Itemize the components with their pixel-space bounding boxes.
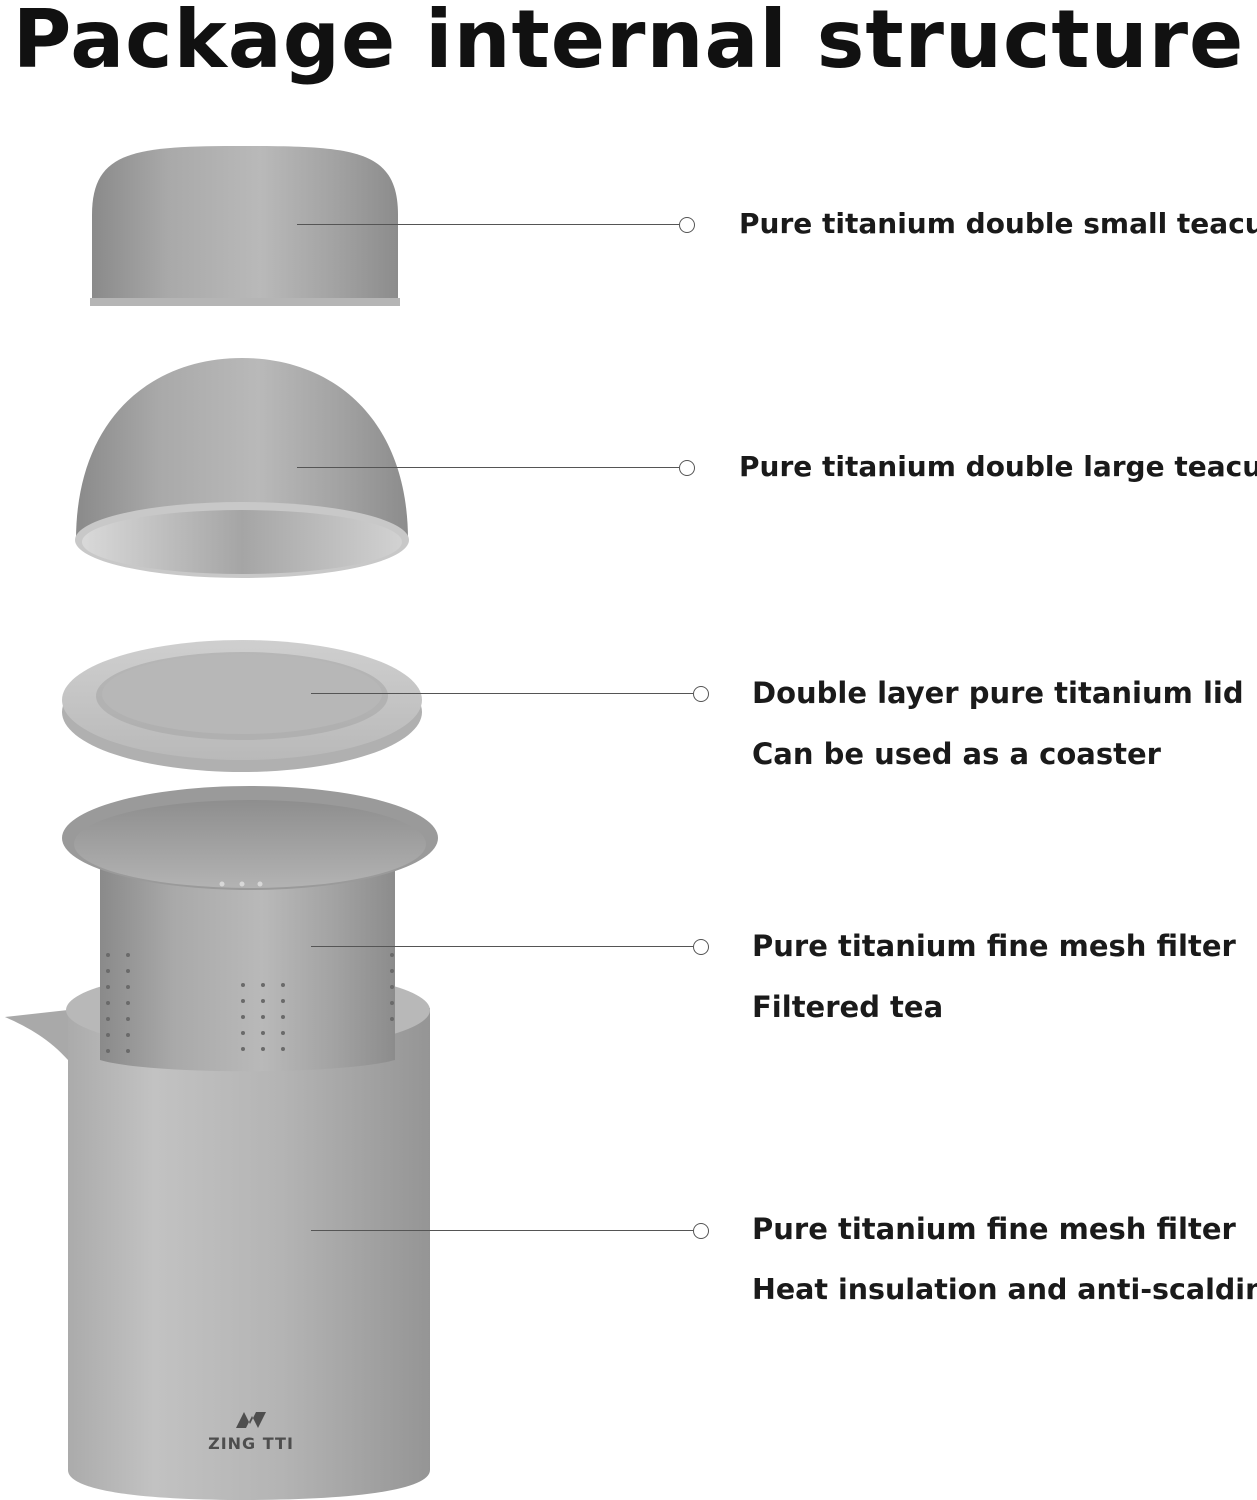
mesh-hole [241,1031,245,1035]
mesh-hole [281,1047,285,1051]
label-pitcher-line-1: Pure titanium fine mesh filter [752,1212,1236,1246]
brand-mark-text: ZING TTI [208,1434,294,1453]
mesh-hole [106,969,110,973]
mesh-hole [126,985,130,989]
label-lid-line-2: Can be used as a coaster [752,737,1161,771]
label-filter-line-1: Pure titanium fine mesh filter [752,929,1236,963]
mesh-hole [257,881,263,887]
mesh-hole [241,1047,245,1051]
callout-dot-lid [693,686,709,702]
mesh-hole [106,953,110,957]
mesh-hole [126,1049,130,1053]
mesh-hole [261,999,265,1003]
label-small-teacup: Pure titanium double small teacup [739,207,1257,240]
mesh-hole [106,1033,110,1037]
mesh-hole [241,1015,245,1019]
mesh-hole [281,1015,285,1019]
callout-dot-large-teacup [679,460,695,476]
mesh-hole [219,881,225,887]
mesh-hole [281,983,285,987]
callout-line-large-teacup [297,467,679,468]
mesh-hole [106,985,110,989]
mesh-hole [126,953,130,957]
mesh-hole [261,1047,265,1051]
brand-logo-icon [236,1412,266,1428]
callout-line-filter [311,946,693,947]
mesh-hole [241,983,245,987]
mesh-hole [261,983,265,987]
mesh-hole [390,969,394,973]
label-large-teacup: Pure titanium double large teacup [739,450,1257,483]
mesh-hole [241,999,245,1003]
small-teacup-image [90,146,400,306]
mesh-hole [390,1001,394,1005]
mesh-hole [126,1017,130,1021]
callout-line-small-teacup [297,224,679,225]
mesh-hole [106,1049,110,1053]
filter-image [62,786,438,1072]
callout-dot-filter [693,939,709,955]
label-pitcher-line-2: Heat insulation and anti-scalding [752,1273,1257,1306]
mesh-hole [281,1031,285,1035]
label-filter-line-2: Filtered tea [752,990,944,1024]
mesh-hole [261,1015,265,1019]
mesh-hole [126,969,130,973]
mesh-hole [239,881,245,887]
lid-image [62,640,422,772]
callout-dot-pitcher [693,1223,709,1239]
label-lid-line-1: Double layer pure titanium lid [752,676,1244,710]
mesh-hole [261,1031,265,1035]
mesh-hole [106,1001,110,1005]
mesh-hole [126,1033,130,1037]
mesh-hole [390,953,394,957]
callout-dot-small-teacup [679,217,695,233]
large-teacup-image [75,358,409,578]
callout-line-lid [311,693,693,694]
mesh-hole [106,1017,110,1021]
mesh-hole [126,1001,130,1005]
mesh-hole [390,1017,394,1021]
page-title: Package internal structure [12,0,1245,86]
mesh-hole [390,985,394,989]
callout-line-pitcher [311,1230,693,1231]
mesh-hole [281,999,285,1003]
